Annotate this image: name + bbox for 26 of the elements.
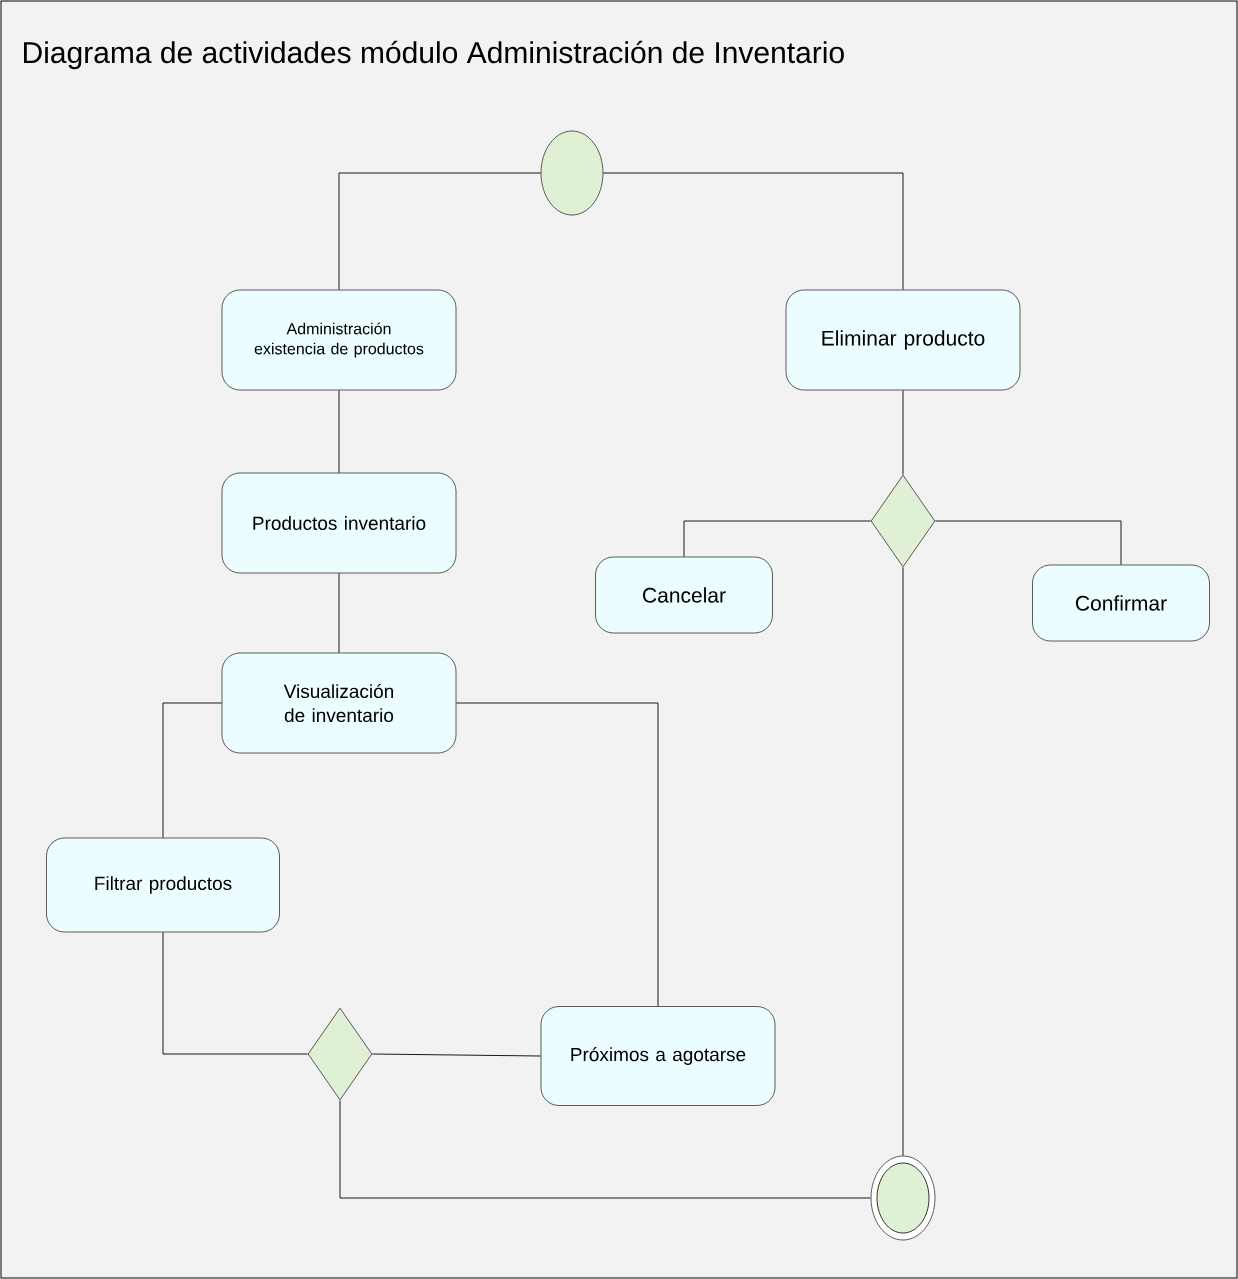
end-node	[870, 1155, 936, 1241]
connector-line	[162, 931, 309, 1055]
connector-line	[162, 702, 223, 839]
connector-line	[338, 572, 340, 654]
action-box: Próximos a agotarse	[540, 1006, 776, 1106]
diagram-title: Diagrama de actividades módulo Administración de Inventario	[24, 40, 844, 70]
connector-line	[455, 702, 659, 1007]
action-box: Administración existencia de productos	[221, 289, 457, 391]
action-box: Cancelar	[595, 556, 773, 634]
action-box: Eliminar producto	[785, 289, 1021, 391]
connector-line	[339, 1099, 872, 1199]
connector-line	[602, 172, 904, 291]
connector-line	[338, 389, 340, 474]
start-node	[540, 130, 604, 216]
action-box: Filtrar productos	[46, 837, 280, 933]
connector-line	[934, 520, 1122, 566]
connector-line	[338, 172, 542, 291]
connector-line	[902, 389, 904, 476]
decision-diamond	[307, 1007, 373, 1101]
connector-line	[902, 566, 904, 1157]
connector-line	[371, 1053, 542, 1057]
action-box: Visualización de inventario	[221, 652, 457, 754]
action-box: Confirmar	[1032, 564, 1210, 642]
action-box: Productos inventario	[221, 472, 457, 574]
decision-diamond	[870, 474, 936, 568]
connector-line	[683, 520, 872, 558]
